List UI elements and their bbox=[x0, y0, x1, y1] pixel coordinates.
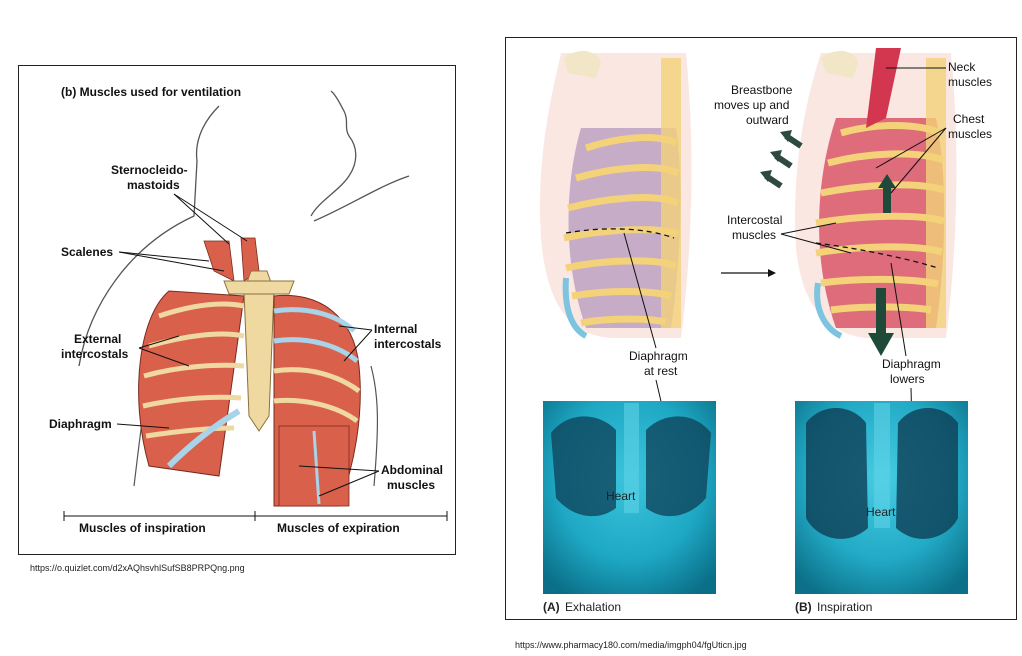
ventilation-muscles-figure: (b) Muscles used for ventilation Sternoc… bbox=[18, 65, 456, 555]
label-intercostal-muscles: Intercostal bbox=[727, 213, 782, 227]
label-sternocleidomastoids: Sternocleido- bbox=[111, 163, 188, 177]
leader-line bbox=[116, 423, 170, 429]
xray-exhalation: Heart bbox=[543, 401, 716, 594]
leader-line bbox=[780, 222, 837, 235]
leader-line bbox=[118, 251, 225, 272]
label-intercostal-muscles: muscles bbox=[732, 228, 776, 242]
right-ribcage bbox=[273, 294, 361, 507]
caption-letter-a: (A) bbox=[543, 600, 560, 614]
head-outline bbox=[310, 90, 357, 217]
breathing-mechanics-figure: Neck muscles Breastbone moves up and out… bbox=[505, 37, 1017, 620]
leader-line bbox=[118, 251, 210, 262]
figure-title: (b) Muscles used for ventilation bbox=[61, 85, 241, 99]
leader-line bbox=[173, 193, 230, 245]
leader-line bbox=[138, 335, 180, 349]
body-outline bbox=[313, 175, 410, 222]
label-muscles-of-inspiration: Muscles of inspiration bbox=[79, 521, 206, 535]
left-ribcage bbox=[138, 290, 245, 477]
sternum bbox=[243, 270, 275, 432]
leader-line bbox=[890, 262, 907, 357]
label-abdominal-muscles: Abdominal bbox=[381, 463, 443, 477]
leader-line bbox=[623, 232, 657, 349]
transition-arrow bbox=[768, 269, 776, 277]
right-source-url: https://www.pharmacy180.com/media/imgph0… bbox=[515, 640, 747, 650]
label-diaphragm-at-rest: at rest bbox=[644, 364, 678, 378]
leader-line bbox=[780, 233, 852, 254]
heart-label-a: Heart bbox=[606, 489, 636, 503]
label-chest-muscles: muscles bbox=[948, 127, 992, 141]
label-neck-muscles: muscles bbox=[948, 75, 992, 89]
leader-line bbox=[138, 347, 190, 367]
footer-mask bbox=[271, 518, 436, 536]
footer-mask bbox=[74, 518, 239, 536]
label-chest-muscles: Chest bbox=[953, 112, 985, 126]
heart-label-b: Heart bbox=[866, 505, 896, 519]
label-neck-muscles: Neck bbox=[948, 60, 976, 74]
breastbone-arrows bbox=[760, 130, 803, 189]
leader-line bbox=[318, 470, 380, 497]
label-abdominal-muscles: muscles bbox=[387, 478, 435, 492]
caption-letter-b: (B) bbox=[795, 600, 812, 614]
label-internal-intercostals: intercostals bbox=[374, 337, 442, 351]
label-muscles-of-expiration: Muscles of expiration bbox=[277, 521, 400, 535]
sternocleidomastoid-muscles bbox=[203, 237, 260, 282]
label-external-intercostals: intercostals bbox=[61, 347, 129, 361]
label-breastbone: moves up and bbox=[714, 98, 789, 112]
ventilation-muscles-diagram: (b) Muscles used for ventilation Sternoc… bbox=[49, 85, 448, 536]
xray-inspiration: Heart bbox=[795, 401, 968, 594]
leader-line bbox=[338, 325, 373, 331]
leader-line bbox=[173, 193, 248, 242]
label-internal-intercostals: Internal bbox=[374, 322, 417, 336]
label-breastbone: outward bbox=[746, 113, 789, 127]
clavicles bbox=[223, 280, 295, 295]
leader-line bbox=[890, 127, 947, 194]
breathing-mechanics-diagram: Neck muscles Breastbone moves up and out… bbox=[540, 48, 992, 614]
label-breastbone: Breastbone bbox=[731, 83, 793, 97]
leader-line bbox=[298, 465, 380, 472]
thorax-exhalation bbox=[540, 51, 692, 339]
label-external-intercostals: External bbox=[74, 332, 121, 346]
body-outline bbox=[370, 365, 379, 487]
left-source-url: https://o.quizlet.com/d2xAQhsvhlSufSB8PR… bbox=[30, 563, 245, 573]
leader-line bbox=[343, 329, 373, 362]
body-outline bbox=[78, 105, 220, 367]
thorax-inspiration bbox=[795, 48, 957, 356]
label-diaphragm: Diaphragm bbox=[49, 417, 112, 431]
label-diaphragm-lowers: Diaphragm bbox=[882, 357, 941, 371]
label-sternocleidomastoids: mastoids bbox=[127, 178, 180, 192]
label-scalenes: Scalenes bbox=[61, 245, 113, 259]
label-diaphragm-lowers: lowers bbox=[890, 372, 925, 386]
label-diaphragm-at-rest: Diaphragm bbox=[629, 349, 688, 363]
leader-line bbox=[875, 127, 947, 169]
caption-inspiration: Inspiration bbox=[817, 600, 872, 614]
caption-exhalation: Exhalation bbox=[565, 600, 621, 614]
